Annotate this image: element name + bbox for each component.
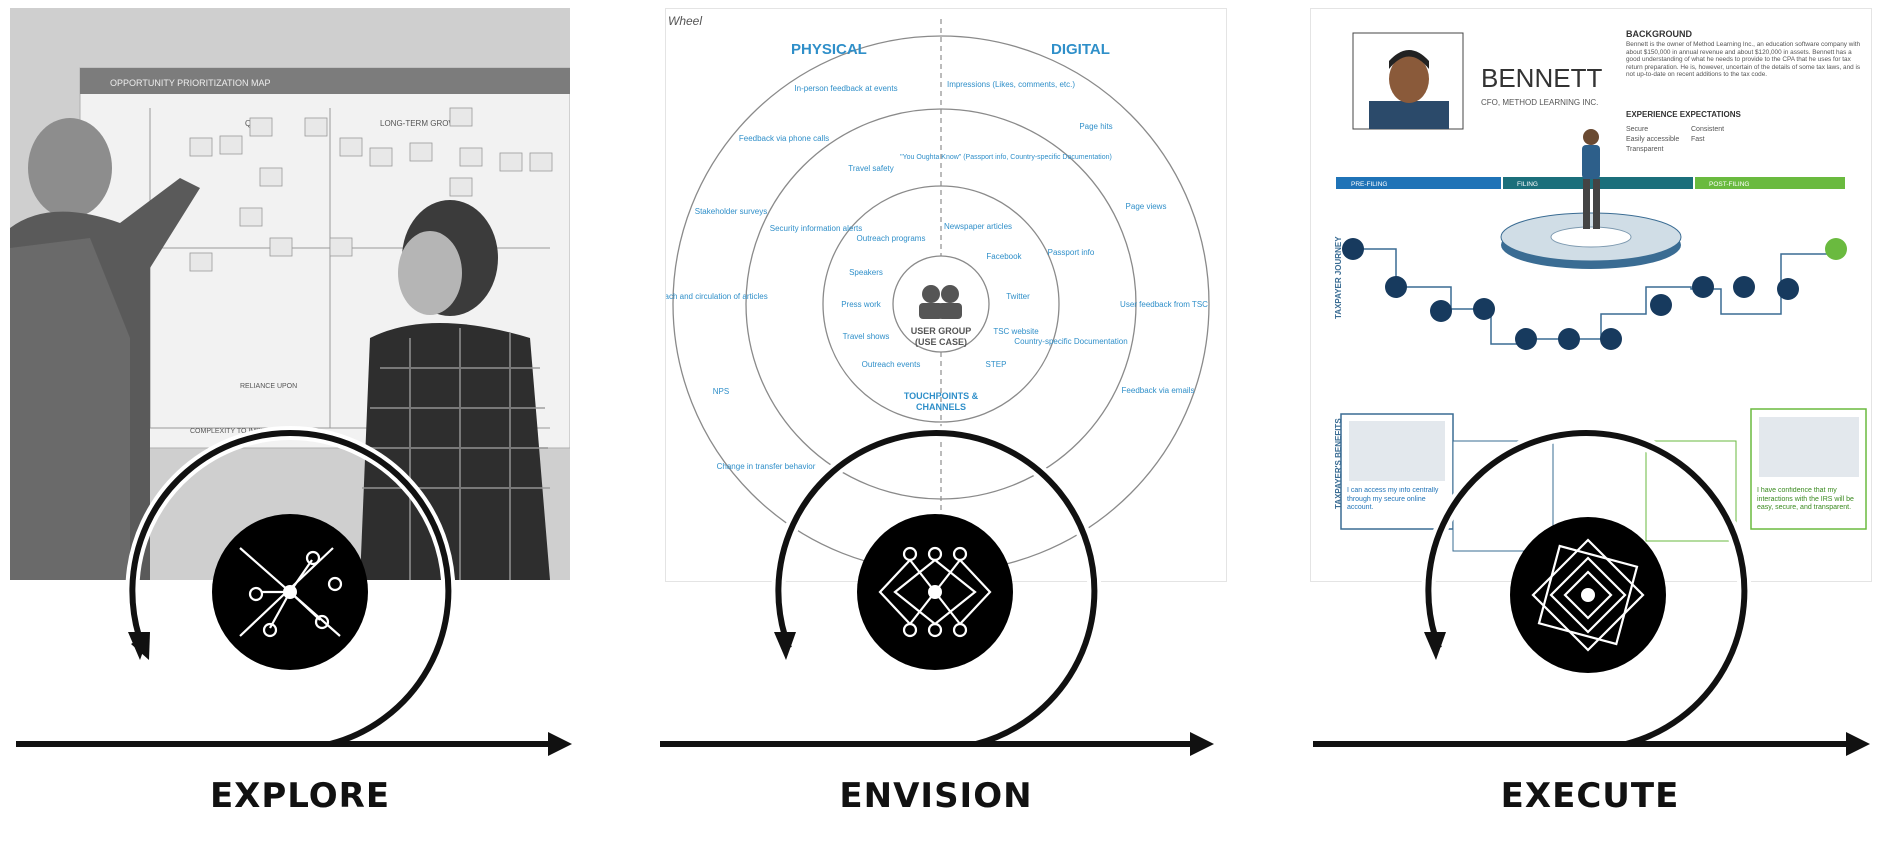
- wheel-item: Page hits: [1079, 122, 1112, 131]
- wheel-item: Outreach events: [862, 360, 921, 369]
- expectation-item: Consistent: [1691, 126, 1724, 133]
- wheel-item: Speakers: [849, 268, 883, 277]
- wheel-item: User feedback from TSC: [1120, 300, 1208, 309]
- expectation-item: Easily accessible: [1626, 136, 1679, 143]
- wheel-diagram: Wheel PHYSICAL DIGITAL USER GROUP (USE C…: [666, 14, 1210, 573]
- expectation-item: Secure: [1626, 126, 1648, 133]
- persona-journey-map: BENNETT CFO, METHOD LEARNING INC. BACKGR…: [1310, 8, 1872, 582]
- phase-postfiling: POST-FILING: [1709, 181, 1749, 188]
- wheel-item: Change in transfer behavior: [717, 462, 816, 471]
- wheel-item: Feedback via emails: [1122, 386, 1195, 395]
- stage-label-explore: EXPLORE: [209, 776, 391, 816]
- wheel-item: In-person feedback at events: [794, 84, 897, 93]
- expectation-item: Transparent: [1626, 146, 1664, 153]
- envision-panel: Wheel PHYSICAL DIGITAL USER GROUP (USE C…: [660, 0, 1260, 852]
- svg-text:(USE CASE): (USE CASE): [915, 337, 967, 347]
- board-bottom-mid: RELIANCE UPON: [240, 383, 297, 390]
- explore-panel: OPPORTUNITY PRIORITIZATION MAP QUICK LON…: [0, 0, 600, 852]
- wheel-item: NPS: [713, 387, 729, 396]
- benefit-right-text: I have confidence that my interactions w…: [1757, 487, 1854, 511]
- expectations-heading: EXPERIENCE EXPECTATIONS: [1626, 110, 1742, 119]
- wheel-item: TSC website: [993, 327, 1039, 336]
- wheel-item: Stakeholder surveys: [695, 207, 767, 216]
- wheel-item: Twitter: [1006, 292, 1030, 301]
- background-heading: BACKGROUND: [1626, 29, 1692, 39]
- benefit-left-text: I can access my info centrally through m…: [1347, 487, 1439, 511]
- wheel-item: Feedback via phone calls: [739, 134, 829, 143]
- center-user-group: USER GROUP (USE CASE): [911, 285, 972, 347]
- wheel-title: Wheel: [668, 14, 702, 28]
- wheel-item: Security information alerts: [770, 224, 862, 233]
- phase-prefiling: PRE-FILING: [1351, 181, 1387, 188]
- wheel-item: Press work: [841, 300, 882, 309]
- wheel-item: Country-specific Documentation: [1014, 337, 1127, 346]
- wheel-item: Facebook: [986, 252, 1022, 261]
- svg-text:CHANNELS: CHANNELS: [916, 402, 966, 412]
- physical-heading: PHYSICAL: [791, 41, 867, 58]
- touchpoints-label: TOUCHPOINTS &: [904, 391, 979, 401]
- persona-avatar: [1369, 50, 1449, 129]
- execute-panel: BENNETT CFO, METHOD LEARNING INC. BACKGR…: [1310, 0, 1882, 852]
- stage-label-envision: ENVISION: [839, 776, 1033, 816]
- standing-figure: [1582, 129, 1600, 229]
- board-col2: LONG-TERM GROWTH: [380, 119, 467, 128]
- digital-heading: DIGITAL: [1051, 41, 1110, 58]
- wheel-item: Newspaper articles: [944, 222, 1012, 231]
- svg-text:USER GROUP: USER GROUP: [911, 326, 972, 336]
- persona-name: BENNETT: [1481, 63, 1602, 93]
- touchpoint-wheel: Wheel PHYSICAL DIGITAL USER GROUP (USE C…: [665, 8, 1227, 582]
- wheel-item: Outreach programs: [857, 234, 926, 243]
- wheel-item: STEP: [986, 360, 1007, 369]
- photo-icon: OPPORTUNITY PRIORITIZATION MAP QUICK LON…: [10, 8, 570, 580]
- journey-label: TAXPAYER JOURNEY: [1334, 236, 1343, 319]
- wheel-item: Page views: [1126, 202, 1167, 211]
- wheel-item: "You Oughta Know" (Passport info, Countr…: [900, 154, 1112, 161]
- explore-photo: OPPORTUNITY PRIORITIZATION MAP QUICK LON…: [10, 8, 570, 580]
- stage-label-execute: EXECUTE: [1500, 776, 1680, 816]
- wheel-item: Travel shows: [843, 332, 890, 341]
- journey-diagram: BENNETT CFO, METHOD LEARNING INC. BACKGR…: [1334, 29, 1867, 552]
- phase-filing: FILING: [1517, 181, 1538, 188]
- wheel-item: Impressions (Likes, comments, etc.): [947, 80, 1075, 89]
- wheel-item: Reach and circulation of articles: [666, 292, 768, 301]
- expectation-item: Fast: [1691, 136, 1705, 143]
- board-bottom-axis: COMPLEXITY TO IMPLEMENT: [190, 428, 290, 435]
- board-title: OPPORTUNITY PRIORITIZATION MAP: [110, 78, 271, 88]
- persona-role: CFO, METHOD LEARNING INC.: [1481, 98, 1598, 107]
- journey-step-icons: [1342, 238, 1799, 350]
- wheel-item: Travel safety: [848, 164, 894, 173]
- wheel-item: Passport info: [1048, 248, 1095, 257]
- background-text: Bennett is the owner of Method Learning …: [1626, 41, 1861, 79]
